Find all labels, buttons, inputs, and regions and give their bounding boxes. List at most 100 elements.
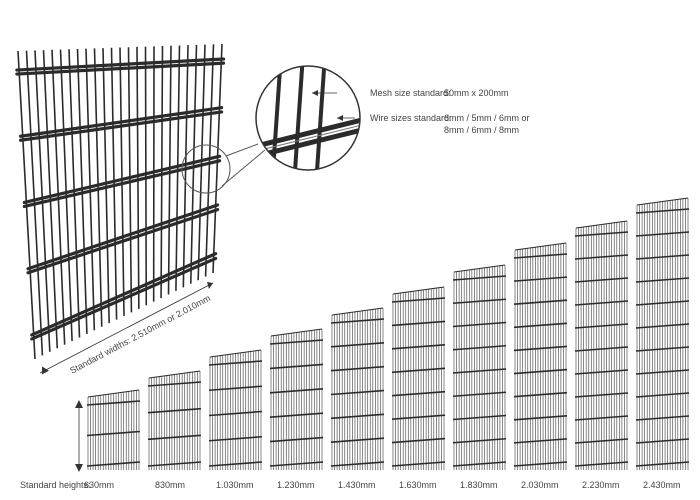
fence-panel-1.630mm: 1.630mm (391, 286, 446, 490)
horizontal-double-wire (22, 159, 222, 209)
panel-horizontal-wire (330, 342, 385, 348)
fence-panel-830mm: 830mm (147, 370, 202, 490)
wire-size-label: Wire sizes standard: (370, 113, 452, 123)
vertical-wire (167, 45, 172, 295)
panel-horizontal-wire (635, 323, 690, 329)
panel-height-label: 830mm (155, 480, 185, 490)
panel-horizontal-wire (574, 369, 629, 375)
arrow-left-icon (41, 366, 49, 375)
arrow-down-icon (75, 464, 83, 472)
vertical-wire (127, 47, 133, 313)
vertical-wire (160, 46, 164, 299)
panel-horizontal-wire (269, 339, 324, 345)
panel-horizontal-wire (391, 344, 446, 350)
panel-horizontal-wire (574, 231, 629, 237)
panel-horizontal-wire (208, 360, 263, 366)
panel-horizontal-wire (513, 322, 568, 329)
panel-horizontal-wire (574, 254, 629, 260)
panel-horizontal-wire (635, 231, 690, 237)
vertical-wire (175, 45, 181, 291)
vertical-wire (182, 45, 189, 288)
panel-horizontal-wire (635, 392, 690, 398)
panel-horizontal-wire (147, 434, 202, 441)
horizontal-double-wire (18, 106, 224, 138)
panel-horizontal-wire (513, 345, 568, 352)
mesh-size-label: Mesh size standard: (370, 88, 451, 98)
vertical-wire (204, 44, 215, 277)
panel-height-label: 2.230mm (582, 480, 620, 490)
fence-panel-1.030mm: 1.030mm (208, 349, 263, 490)
vertical-wire (197, 44, 206, 281)
vertical-wire (102, 48, 110, 324)
panel-horizontal-wire (269, 388, 324, 394)
panel-horizontal-wire (452, 391, 507, 398)
arrow-up-icon (75, 400, 83, 408)
panel-horizontal-wire (147, 407, 202, 414)
fence-panel-1.230mm: 1.230mm (269, 328, 324, 490)
panel-top-edge (148, 370, 201, 379)
fence-panel-630mm: 630mm (84, 389, 141, 490)
wire-size-value-line1: 6mm / 5mm / 6mm or (444, 113, 530, 123)
panel-horizontal-wire (635, 254, 690, 260)
panel-horizontal-wire (86, 461, 141, 467)
panel-horizontal-wire (330, 389, 385, 396)
detail-marker-circle (181, 144, 231, 194)
panel-horizontal-wire (86, 400, 141, 406)
panel-horizontal-wire (391, 390, 446, 397)
panel-horizontal-wire (269, 412, 324, 418)
horizontal-double-wire (22, 154, 222, 205)
connector-line (221, 149, 266, 187)
panel-horizontal-wire (208, 385, 263, 392)
panel-horizontal-wire (391, 297, 446, 303)
panel-horizontal-wire (269, 363, 324, 370)
panel-horizontal-wire (513, 461, 568, 467)
detail-magnified-view (256, 66, 360, 170)
panel-horizontal-wire (452, 368, 507, 374)
panel-horizontal-wire (574, 392, 629, 398)
panel-height-label: 630mm (84, 480, 114, 490)
fence-panel-2.030mm: 2.030mm (513, 242, 568, 490)
heights-label: Standard heights: (20, 480, 91, 490)
vertical-wire (119, 47, 125, 317)
panel-horizontal-wire (208, 410, 263, 417)
panel-horizontal-wire (452, 437, 507, 444)
panel-horizontal-wire (513, 368, 568, 375)
panel-horizontal-wire (635, 461, 690, 467)
panel-height-label: 1.830mm (460, 480, 498, 490)
panel-horizontal-wire (391, 461, 446, 467)
panel-horizontal-wire (330, 437, 385, 443)
panel-top-edge (453, 264, 506, 273)
horizontal-double-wire (30, 256, 218, 341)
panel-height-label: 2.030mm (521, 480, 559, 490)
panel-top-edge (209, 349, 262, 358)
panel-height-label: 1.230mm (277, 480, 315, 490)
panel-top-edge (87, 389, 140, 398)
panel-top-edge (392, 286, 445, 295)
panel-horizontal-wire (452, 321, 507, 328)
fence-panel-2.230mm: 2.230mm (574, 220, 629, 490)
horizontal-double-wire (26, 203, 220, 271)
panel-horizontal-wire (513, 391, 568, 398)
panel-horizontal-wire (513, 438, 568, 444)
panel-height-label: 1.630mm (399, 480, 437, 490)
large-fence-panel (15, 43, 226, 360)
vertical-wire (144, 46, 148, 306)
panel-horizontal-wire (635, 346, 690, 352)
panel-top-edge (514, 242, 567, 251)
panel-horizontal-wire (635, 208, 690, 214)
vertical-wire (212, 43, 223, 274)
panel-horizontal-wire (391, 367, 446, 374)
panel-horizontal-wire (574, 300, 629, 306)
panel-horizontal-wire (269, 461, 324, 467)
panel-horizontal-wire (574, 415, 629, 421)
panel-horizontal-wire (635, 415, 690, 421)
panel-horizontal-wire (330, 365, 385, 372)
panel-horizontal-wire (391, 437, 446, 444)
vertical-wire (189, 44, 198, 284)
panel-horizontal-wire (635, 369, 690, 375)
arrow-left-icon (337, 115, 343, 121)
panel-horizontal-wire (635, 300, 690, 306)
